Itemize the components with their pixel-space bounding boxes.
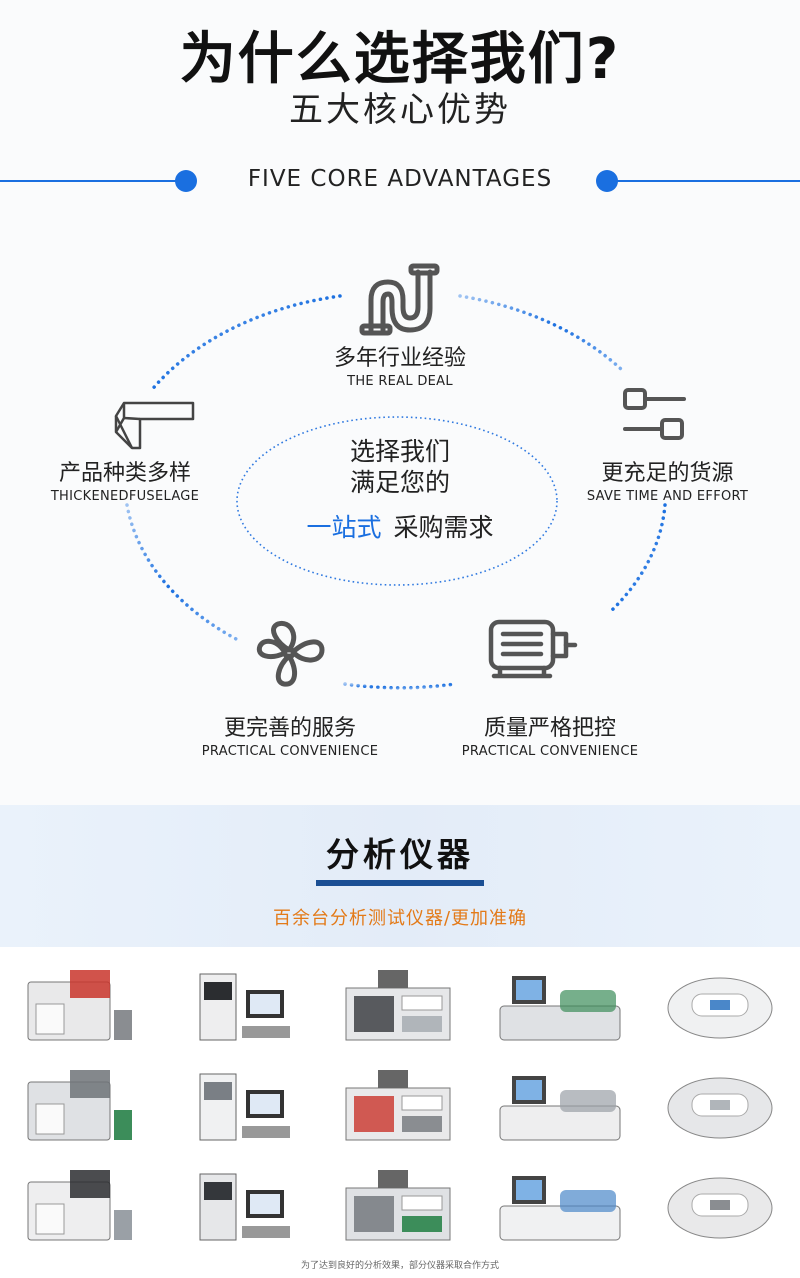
- instrument-image: [10, 1160, 150, 1250]
- advantage-subtitle: THICKENEDFUSELAGE: [50, 489, 200, 504]
- instruments-banner: [0, 805, 800, 947]
- instrument-image: [330, 960, 470, 1050]
- slogan-line-1: 选择我们: [349, 437, 450, 466]
- instrument-image: [650, 960, 790, 1050]
- instrument-image: [490, 1060, 630, 1150]
- advantage-supply: 更充足的货源 SAVE TIME AND EFFORT: [575, 455, 760, 504]
- instrument-image: [170, 1060, 310, 1150]
- instrument-image: [170, 1160, 310, 1250]
- advantage-subtitle: SAVE TIME AND EFFORT: [586, 489, 749, 504]
- section-title-underline: [316, 880, 484, 886]
- advantage-title: 更完善的服务: [223, 716, 356, 741]
- instrument-image: [330, 1160, 470, 1250]
- instrument-image: [10, 1060, 150, 1150]
- advantage-subtitle: PRACTICAL CONVENIENCE: [201, 744, 379, 759]
- pipe-icon: [359, 263, 440, 336]
- angle-bracket-icon: [114, 401, 195, 450]
- instrument-image: [330, 1060, 470, 1150]
- fan-icon: [256, 620, 325, 687]
- instrument-image: [490, 1160, 630, 1250]
- motor-icon: [488, 619, 578, 679]
- slogan-line-2: 满足您的: [349, 468, 450, 497]
- advantage-quality: 质量严格把控 PRACTICAL CONVENIENCE: [450, 710, 650, 759]
- page-title: 为什么选择我们?: [179, 27, 621, 92]
- instrument-image: [490, 960, 630, 1050]
- slogan-line-3: 一站式采购需求: [240, 508, 560, 544]
- footnote: 为了达到良好的分析效果，部分仪器采取合作方式: [300, 1261, 499, 1271]
- instrument-image: [170, 960, 310, 1050]
- advantage-title: 更充足的货源: [601, 461, 734, 486]
- instrument-image: [650, 1060, 790, 1150]
- advantages-diagram: [114, 263, 686, 690]
- outer-dotted-ring: [125, 294, 667, 690]
- advantage-title: 质量严格把控: [483, 716, 616, 741]
- advantage-subtitle: THE REAL DEAL: [347, 374, 453, 389]
- slogan-highlight: 一站式: [306, 513, 382, 542]
- advantage-service: 更完善的服务 PRACTICAL CONVENIENCE: [190, 710, 390, 759]
- advantage-title: 多年行业经验: [333, 346, 466, 371]
- left-divider-line: [0, 180, 186, 182]
- advantage-experience: 多年行业经验 THE REAL DEAL: [300, 340, 500, 389]
- section-subtitle: 百余台分析测试仪器/更加准确: [272, 908, 528, 929]
- left-divider-dot: [175, 170, 197, 192]
- page-subtitle: 五大核心优势: [289, 90, 511, 130]
- instrument-image: [650, 1160, 790, 1250]
- english-heading-row: FIVE CORE ADVANTAGES: [0, 162, 800, 202]
- instrument-image: [10, 960, 150, 1050]
- right-divider-dot: [596, 170, 618, 192]
- slogan-rest: 采购需求: [393, 513, 494, 542]
- settings-sliders-icon: [623, 388, 686, 440]
- english-heading: FIVE CORE ADVANTAGES: [247, 166, 553, 192]
- advantage-variety: 产品种类多样 THICKENEDFUSELAGE: [30, 455, 220, 504]
- center-slogan: 选择我们 满足您的 一站式采购需求: [240, 436, 560, 544]
- advantage-subtitle: PRACTICAL CONVENIENCE: [461, 744, 639, 759]
- inner-dotted-ellipse: [236, 416, 558, 586]
- advantage-title: 产品种类多样: [58, 461, 191, 486]
- section-title: 分析仪器: [326, 835, 474, 874]
- right-divider-line: [614, 180, 800, 182]
